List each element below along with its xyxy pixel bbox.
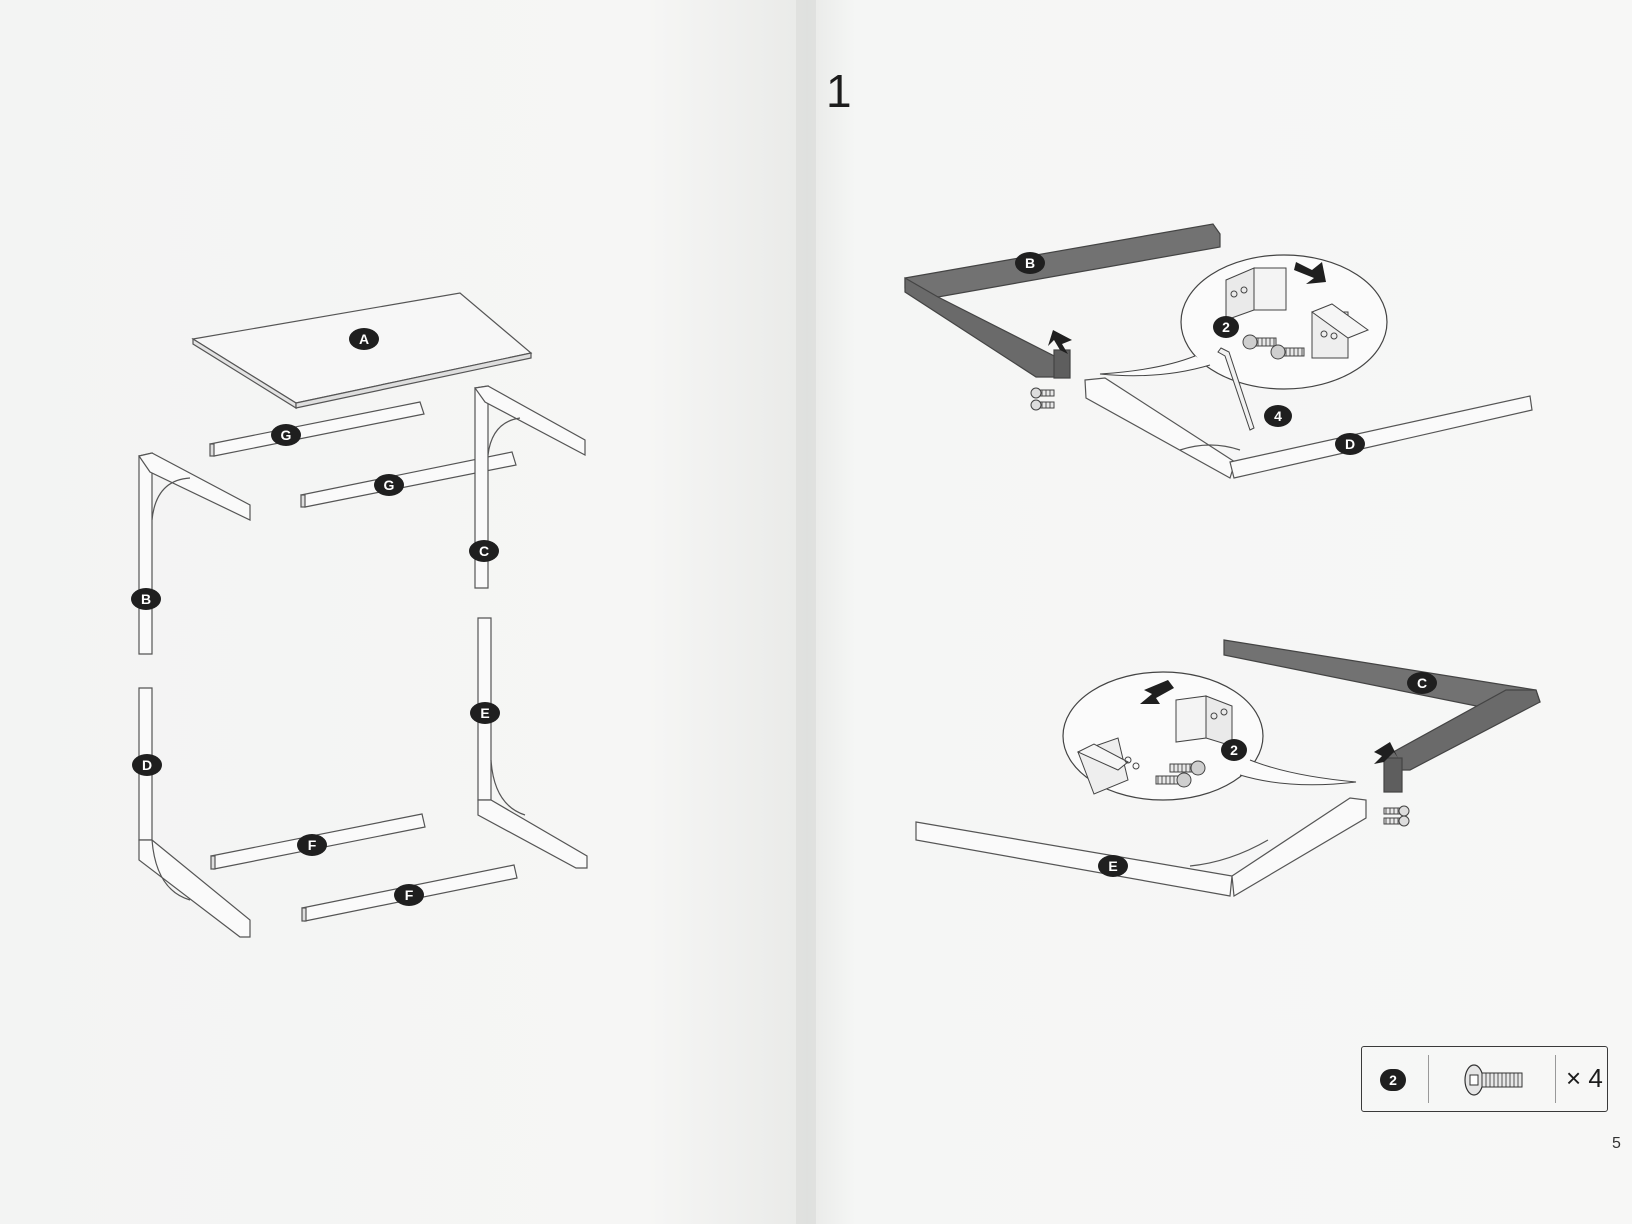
svg-text:E: E (480, 705, 489, 721)
top-assembly: 2 4 B D (904, 223, 1533, 479)
badge-screw-top: 2 (1213, 316, 1239, 338)
svg-text:B: B (141, 591, 151, 607)
badge-g-upper: G (271, 424, 301, 446)
page-number: 5 (1612, 1135, 1621, 1152)
badge-e: E (470, 702, 500, 724)
part-b-frame (138, 452, 251, 655)
screw-icon (1464, 1064, 1523, 1096)
svg-text:E: E (1108, 858, 1117, 874)
detail-callout: 2 (1062, 671, 1357, 801)
badge-a: A (349, 328, 379, 350)
hardware-box: 2 × 4 (1361, 1046, 1608, 1112)
svg-text:F: F (308, 837, 317, 853)
badge-wrench: 4 (1264, 405, 1292, 427)
screw-icon (1383, 805, 1410, 827)
part-d-frame (138, 687, 251, 938)
svg-text:B: B (1025, 255, 1035, 271)
detail-callout: 2 (1099, 254, 1388, 390)
part-c-dark (1223, 639, 1541, 793)
part-g-lower (300, 451, 517, 508)
badge-e-bottom: E (1098, 855, 1128, 877)
divider (1555, 1055, 1556, 1103)
left-page (0, 0, 808, 1224)
divider (1428, 1055, 1429, 1103)
arrow-icon (1294, 262, 1326, 284)
right-page (806, 0, 1632, 1224)
svg-text:G: G (281, 427, 292, 443)
part-e-light (915, 797, 1367, 897)
badge-c: C (469, 540, 499, 562)
badge-g-lower: G (374, 474, 404, 496)
screw-icon (1030, 387, 1055, 411)
hardware-quantity: × 4 (1566, 1063, 1603, 1093)
spine-shadow (796, 0, 816, 1224)
arrow-icon (1048, 330, 1072, 354)
badge-b: B (131, 588, 161, 610)
part-c-frame (473, 385, 586, 589)
arrow-icon (1374, 742, 1398, 764)
part-e-frame (477, 617, 588, 869)
svg-text:C: C (1417, 675, 1427, 691)
hardware-id-badge: 2 (1380, 1069, 1406, 1091)
left-badges: A G G B C D E F F (131, 328, 500, 906)
badge-screw-bottom: 2 (1221, 739, 1247, 761)
svg-text:2: 2 (1222, 319, 1230, 335)
part-d-light (1084, 377, 1533, 479)
svg-text:D: D (1345, 436, 1355, 452)
wrench-icon (1217, 347, 1255, 431)
badge-b-top: B (1015, 252, 1045, 274)
badge-d-top: D (1335, 433, 1365, 455)
step-number: 1 (826, 65, 852, 117)
svg-text:G: G (384, 477, 395, 493)
svg-text:C: C (479, 543, 489, 559)
part-g-upper (209, 401, 425, 457)
badge-f-upper: F (297, 834, 327, 856)
exploded-view (138, 292, 588, 938)
svg-text:F: F (405, 887, 414, 903)
badge-d: D (132, 754, 162, 776)
badge-f-lower: F (394, 884, 424, 906)
bottom-assembly: 2 C E (915, 639, 1541, 897)
svg-text:D: D (142, 757, 152, 773)
screw-icon (1155, 760, 1206, 788)
badge-c-bottom: C (1407, 672, 1437, 694)
svg-text:4: 4 (1274, 408, 1282, 424)
svg-text:A: A (359, 331, 369, 347)
screw-icon (1242, 334, 1305, 360)
arrow-icon (1140, 680, 1174, 704)
part-b-dark (904, 223, 1221, 379)
svg-text:2: 2 (1230, 742, 1238, 758)
